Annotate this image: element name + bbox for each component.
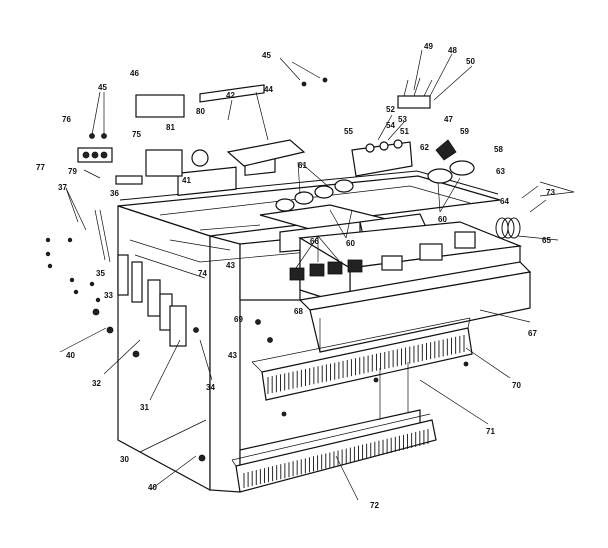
label-44: 44 [264, 85, 273, 94]
upper-left-components [77, 84, 306, 185]
label-80: 80 [196, 107, 205, 116]
label-40-mid: 40 [66, 351, 75, 360]
label-52: 52 [386, 105, 395, 114]
label-60-right: 60 [438, 215, 447, 224]
screws [45, 77, 469, 462]
label-59: 59 [460, 127, 469, 136]
label-67: 67 [528, 329, 537, 338]
label-65: 65 [542, 236, 551, 245]
label-72: 72 [370, 501, 379, 510]
label-43-top: 43 [226, 261, 235, 270]
label-71: 71 [486, 427, 495, 436]
label-55: 55 [344, 127, 353, 136]
label-63: 63 [496, 167, 505, 176]
control-knobs [275, 139, 475, 212]
label-77: 77 [36, 163, 45, 172]
label-40-bottom: 40 [148, 483, 157, 492]
left-brackets [94, 209, 187, 347]
label-62: 62 [420, 143, 429, 152]
label-54: 54 [386, 121, 395, 130]
label-43-bottom: 43 [228, 351, 237, 360]
label-45-top: 45 [262, 51, 271, 60]
label-45-left: 45 [98, 83, 107, 92]
label-32: 32 [92, 379, 101, 388]
label-70: 70 [512, 381, 521, 390]
label-79: 79 [68, 167, 77, 176]
label-68: 68 [294, 307, 303, 316]
label-46: 46 [130, 69, 139, 78]
upper-grille-panel [251, 317, 473, 401]
label-50: 50 [466, 57, 475, 66]
label-75: 75 [132, 130, 141, 139]
label-61: 61 [298, 161, 307, 170]
label-36: 36 [110, 189, 119, 198]
label-81: 81 [166, 123, 175, 132]
front-control-panel [298, 261, 532, 353]
label-31: 31 [140, 403, 149, 412]
label-41: 41 [182, 176, 191, 185]
label-60-mid: 60 [346, 239, 355, 248]
switch-assembly [351, 77, 433, 177]
label-35: 35 [96, 269, 105, 278]
label-53: 53 [398, 115, 407, 124]
label-64: 64 [500, 197, 509, 206]
label-37-left: 37 [58, 183, 67, 192]
label-58: 58 [494, 145, 503, 154]
label-47: 47 [444, 115, 453, 124]
label-73: 73 [546, 188, 555, 197]
label-69: 69 [234, 315, 243, 324]
part-labels: 45 46 45 42 44 49 48 50 80 76 81 52 53 5… [36, 42, 555, 510]
label-34: 34 [206, 383, 215, 392]
thermostat-coil [495, 185, 547, 239]
label-74: 74 [198, 269, 207, 278]
label-66: 66 [310, 237, 319, 246]
label-30: 30 [120, 455, 129, 464]
label-76: 76 [62, 115, 71, 124]
label-33: 33 [104, 291, 113, 300]
leader-lines [59, 49, 575, 501]
label-48: 48 [448, 46, 457, 55]
label-42: 42 [226, 91, 235, 100]
label-49: 49 [424, 42, 433, 51]
label-51: 51 [400, 127, 409, 136]
